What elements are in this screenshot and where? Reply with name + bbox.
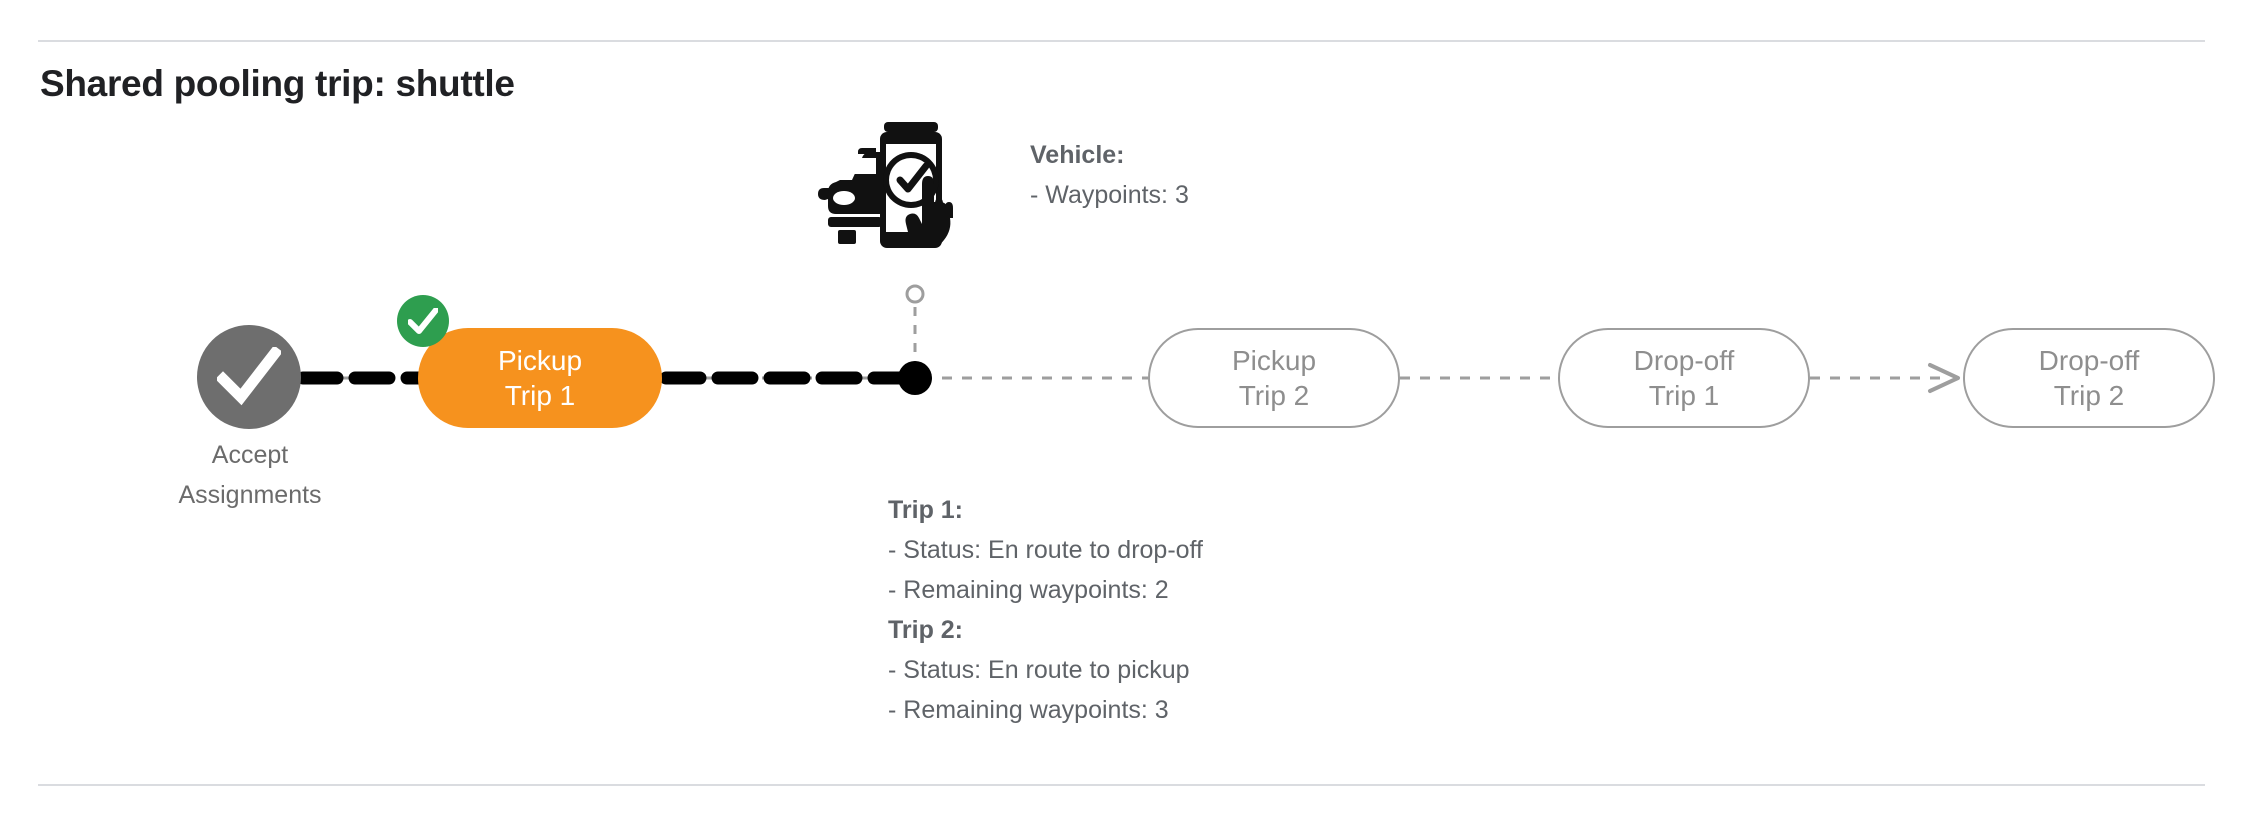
trips-annotation: Trip 1: - Status: En route to drop-off -… <box>888 490 1203 730</box>
step-pill-line1: Pickup <box>497 345 583 376</box>
arrowhead-icon <box>1928 363 1960 393</box>
bottom-divider <box>38 784 2205 786</box>
start-node-label-line1: Accept <box>211 441 289 469</box>
start-node-label-line2: Assignments <box>178 481 322 509</box>
completed-check-badge <box>397 295 449 347</box>
vehicle-leader-endpoint <box>905 284 925 304</box>
page-title: Shared pooling trip: shuttle <box>40 63 515 104</box>
trip-1-heading: Trip 1: <box>888 496 964 524</box>
start-node-circle <box>197 325 301 429</box>
step-pill-line2: Trip 1 <box>1648 380 1720 411</box>
step-pill-line1: Drop-off <box>1633 345 1735 376</box>
top-divider <box>38 40 2205 42</box>
step-pill-pickup-trip-2[interactable]: Pickup Trip 2 <box>1148 328 1400 428</box>
step-pill-line1: Drop-off <box>2038 345 2140 376</box>
trip-2-remaining-waypoints: - Remaining waypoints: 3 <box>888 696 1169 724</box>
start-node-label: Accept Assignments <box>60 435 440 515</box>
check-icon <box>408 308 438 334</box>
current-position-dot <box>898 361 932 395</box>
trip-2-status: - Status: En route to pickup <box>888 656 1190 684</box>
step-pill-dropoff-trip-1[interactable]: Drop-off Trip 1 <box>1558 328 1810 428</box>
start-node-accept-assignments[interactable] <box>197 325 301 429</box>
vehicle-annotation-heading: Vehicle: <box>1030 141 1125 169</box>
car-phone-check-icon <box>818 118 978 258</box>
check-circle-icon <box>217 347 281 406</box>
step-pill-line2: Trip 2 <box>1238 380 1310 411</box>
step-pill-line2: Trip 1 <box>504 380 576 411</box>
trip-2-heading: Trip 2: <box>888 616 964 644</box>
vehicle-annotation: Vehicle: - Waypoints: 3 <box>1030 135 1189 215</box>
vehicle-annotation-detail: - Waypoints: 3 <box>1030 181 1189 209</box>
trip-1-status: - Status: En route to drop-off <box>888 536 1203 564</box>
step-pill-line1: Pickup <box>1231 345 1317 376</box>
step-pill-line2: Trip 2 <box>2053 380 2125 411</box>
step-pill-pickup-trip-1[interactable]: Pickup Trip 1 <box>418 328 662 428</box>
trip-1-remaining-waypoints: - Remaining waypoints: 2 <box>888 576 1169 604</box>
step-pill-dropoff-trip-2[interactable]: Drop-off Trip 2 <box>1963 328 2215 428</box>
